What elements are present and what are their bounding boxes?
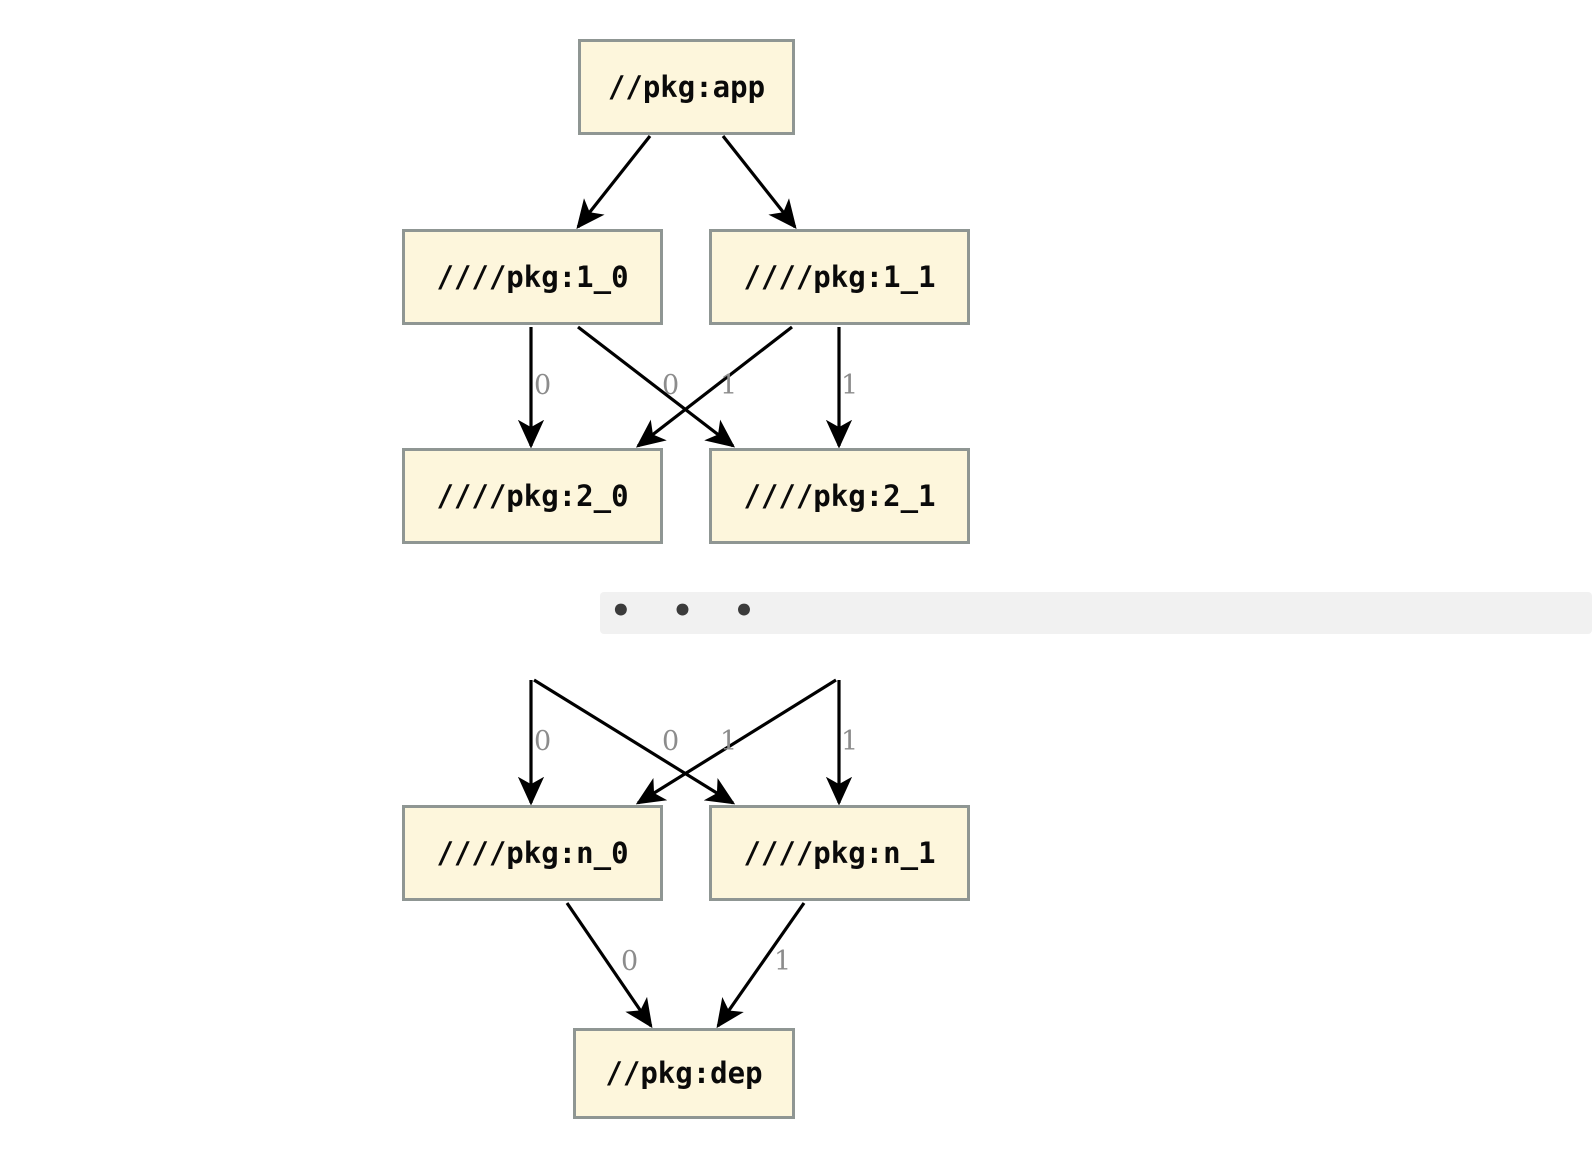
- edge-label: 0: [534, 370, 552, 401]
- node-label: ////pkg:1_1: [743, 259, 936, 294]
- node-label: ////pkg:1_0: [436, 259, 629, 294]
- node-n1_1[interactable]: ////pkg:1_1: [709, 229, 970, 325]
- edge-label: 1: [841, 370, 859, 401]
- node-label: //pkg:dep: [605, 1056, 763, 1090]
- node-nn_1[interactable]: ////pkg:n_1: [709, 805, 970, 901]
- node-nn_0[interactable]: ////pkg:n_0: [402, 805, 663, 901]
- node-label: //pkg:app: [607, 69, 766, 104]
- edge-label: 1: [841, 726, 859, 757]
- edge-label: 1: [774, 946, 792, 977]
- edge-line: [577, 325, 736, 448]
- ellipsis-dots: • • •: [610, 591, 769, 631]
- edge-label: 0: [662, 726, 680, 757]
- edge-label: 0: [621, 946, 639, 977]
- edge-line: [576, 135, 652, 230]
- edge-label: 0: [534, 726, 552, 757]
- edge-label: 1: [720, 370, 738, 401]
- node-label: ////pkg:n_0: [436, 835, 629, 870]
- edge-lines: [517, 135, 853, 1029]
- node-n1_0[interactable]: ////pkg:1_0: [402, 229, 663, 325]
- node-dep[interactable]: //pkg:dep: [573, 1028, 795, 1119]
- node-n2_0[interactable]: ////pkg:2_0: [402, 448, 663, 544]
- edge-line: [716, 902, 806, 1029]
- node-app[interactable]: //pkg:app: [578, 39, 795, 135]
- edge-line: [635, 325, 793, 448]
- node-label: ////pkg:2_1: [743, 478, 936, 513]
- node-n2_1[interactable]: ////pkg:2_1: [709, 448, 970, 544]
- ellipsis-band: • • •: [600, 592, 1592, 634]
- edge-line: [565, 902, 653, 1029]
- edge-line: [533, 678, 736, 805]
- node-label: ////pkg:n_1: [743, 835, 936, 870]
- edge-line: [721, 135, 797, 230]
- node-label: ////pkg:2_0: [436, 478, 629, 513]
- edge-line: [635, 678, 837, 805]
- edge-label: 1: [720, 726, 738, 757]
- edge-label: 0: [662, 370, 680, 401]
